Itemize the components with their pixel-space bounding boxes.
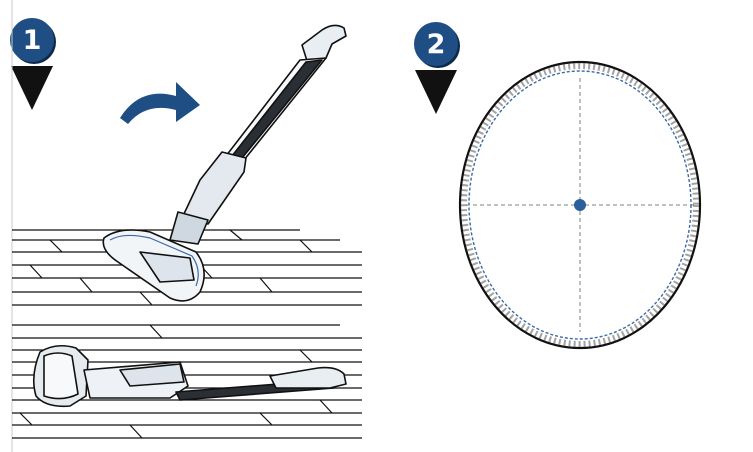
step-1-down-arrow-icon [11,66,53,110]
step-2-badge: 2 [414,22,458,66]
mop-lying [32,344,347,408]
cleaning-pad [458,60,702,350]
center-dot [574,199,586,211]
step-1-badge: 1 [10,18,54,62]
step-2-down-arrow-icon [415,70,457,114]
mop-upright [102,24,347,302]
rotate-arrow-icon [120,82,200,124]
